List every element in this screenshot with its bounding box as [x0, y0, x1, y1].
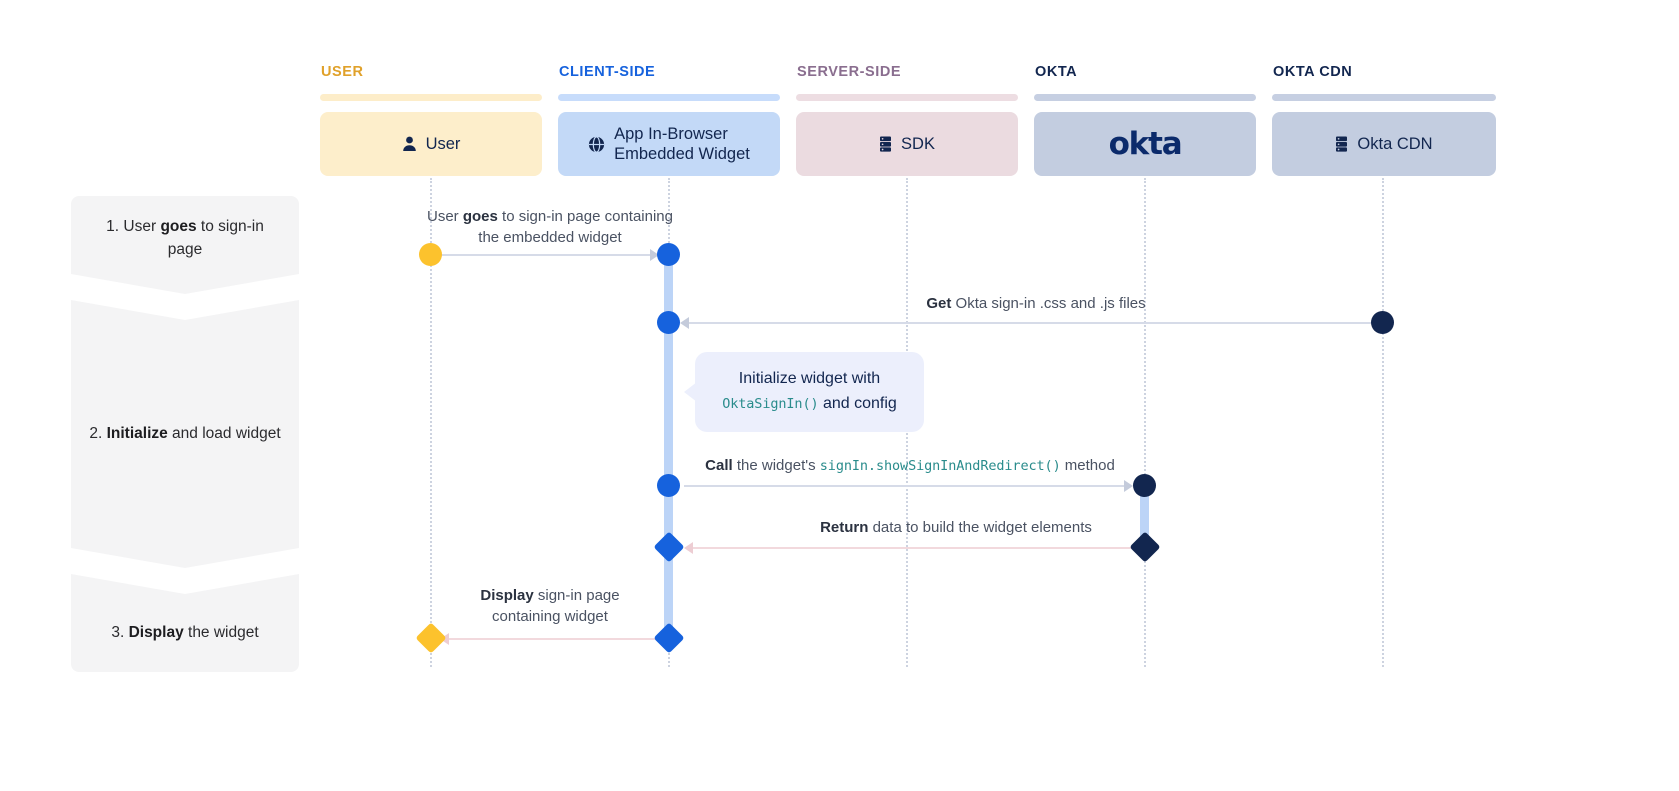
message-3-line	[684, 485, 1124, 487]
lane-okta-cdn: OKTA CDN Okta CDN	[1272, 64, 1496, 176]
lane-server-side: SERVER-SIDE SDK	[796, 64, 1018, 176]
lane-user-title: USER	[321, 64, 364, 80]
lane-okta-node[interactable]: okta	[1034, 112, 1256, 176]
message-1-arrowhead	[650, 249, 659, 261]
message-3-arrowhead	[1124, 480, 1133, 492]
node-client-4	[653, 531, 685, 563]
lane-server-side-label: SDK	[901, 134, 935, 153]
message-2-line	[684, 322, 1374, 324]
node-client-3	[657, 474, 680, 497]
node-client-1	[657, 243, 680, 266]
lane-user: USER User	[320, 64, 542, 176]
step-3: 3. Display the widget	[71, 574, 299, 672]
step-1: 1. User goes to sign-in page	[71, 196, 299, 294]
lane-client-side-rule	[558, 94, 780, 101]
message-5-label: Display sign-in page containing widget	[480, 587, 620, 626]
lane-okta-cdn-title: OKTA CDN	[1273, 64, 1353, 80]
person-icon	[402, 136, 417, 152]
lane-user-node[interactable]: User	[320, 112, 542, 176]
lane-client-side-label: App In-Browser Embedded Widget	[614, 124, 750, 163]
lane-client-side-node[interactable]: App In-Browser Embedded Widget	[558, 112, 780, 176]
lane-server-side-node[interactable]: SDK	[796, 112, 1018, 176]
activation-bar-client-side	[664, 250, 673, 642]
lane-client-side: CLIENT-SIDE App In-Browser Embedded Widg…	[558, 64, 780, 176]
lane-server-side-rule	[796, 94, 1018, 101]
step-2: 2. Initialize and load widget	[71, 300, 299, 568]
lane-okta-cdn-rule	[1272, 94, 1496, 101]
message-1-line	[438, 254, 660, 256]
node-okta-cdn-1	[1371, 311, 1394, 334]
lane-okta: OKTA okta	[1034, 64, 1256, 176]
step-rail: 1. User goes to sign-in page 2. Initiali…	[71, 196, 299, 672]
lane-okta-rule	[1034, 94, 1256, 101]
node-user-1	[419, 243, 442, 266]
lane-okta-cdn-node[interactable]: Okta CDN	[1272, 112, 1496, 176]
lane-server-side-title: SERVER-SIDE	[797, 64, 902, 80]
server-icon	[879, 136, 892, 152]
lane-client-side-title: CLIENT-SIDE	[559, 64, 656, 80]
message-2-arrowhead	[680, 317, 689, 329]
lane-okta-cdn-label: Okta CDN	[1357, 134, 1433, 153]
lifeline-okta	[1144, 178, 1146, 667]
activation-bar-okta	[1140, 482, 1149, 550]
lane-user-rule	[320, 94, 542, 101]
server-icon	[1335, 136, 1348, 152]
lane-okta-title: OKTA	[1035, 64, 1078, 80]
message-4-line	[692, 547, 1132, 549]
step-3-label: 3. Display the widget	[111, 624, 259, 642]
message-4-arrowhead	[684, 542, 693, 554]
okta-wordmark: okta	[1108, 126, 1183, 162]
message-4-label: Return data to build the widget elements	[820, 519, 1092, 536]
message-3-label: Call the widget's signIn.showSignInAndRe…	[705, 457, 1115, 474]
step-1-label: 1. User goes to sign-in page	[106, 217, 264, 258]
message-5-line	[448, 638, 660, 640]
node-client-2	[657, 311, 680, 334]
step-2-label: 2. Initialize and load widget	[89, 425, 281, 443]
lifeline-okta-cdn	[1382, 178, 1384, 667]
lane-user-label: User	[425, 134, 461, 153]
lifeline-user	[430, 178, 432, 667]
message-1-label: User goes to sign-in page containing the…	[427, 208, 673, 247]
globe-icon	[588, 135, 605, 153]
node-okta-1	[1133, 474, 1156, 497]
message-2-label: Get Okta sign-in .css and .js files	[926, 295, 1146, 312]
